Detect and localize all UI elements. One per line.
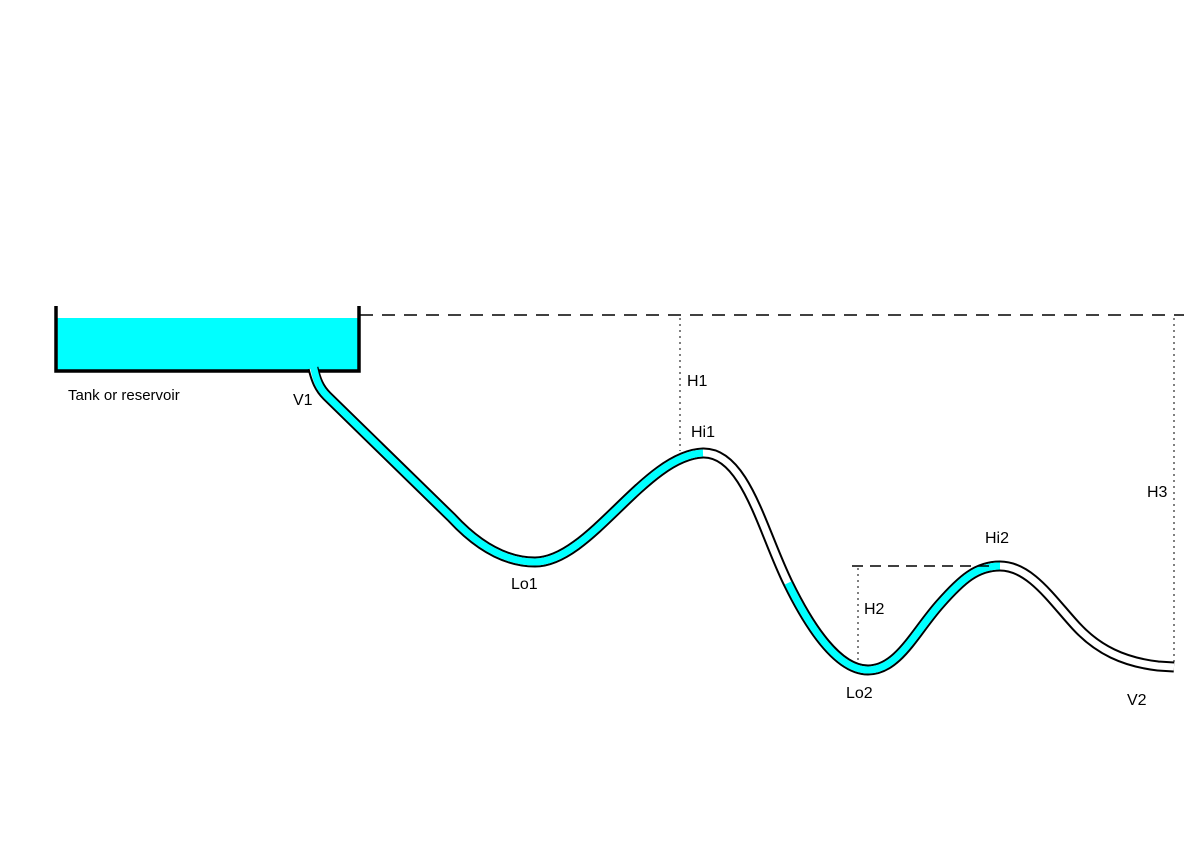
label-hi1: Hi1 (691, 424, 715, 441)
tank-label: Tank or reservoir (68, 387, 180, 404)
pipe-water-segment-1 (309, 363, 704, 566)
label-hi2: Hi2 (985, 530, 1009, 547)
label-h1: H1 (687, 373, 708, 390)
pipe-outline (307, 366, 1175, 676)
label-v2: V2 (1127, 692, 1147, 709)
label-h3: H3 (1147, 484, 1168, 501)
label-h2: H2 (864, 601, 885, 618)
tank-water-fill (56, 318, 358, 370)
pipe-water-segment-2 (784, 562, 1001, 674)
label-lo1: Lo1 (511, 576, 538, 593)
label-lo2: Lo2 (846, 685, 873, 702)
label-v1: V1 (293, 392, 313, 409)
tank-walls (54, 306, 361, 373)
pipe-bore-empty (309, 367, 1175, 674)
